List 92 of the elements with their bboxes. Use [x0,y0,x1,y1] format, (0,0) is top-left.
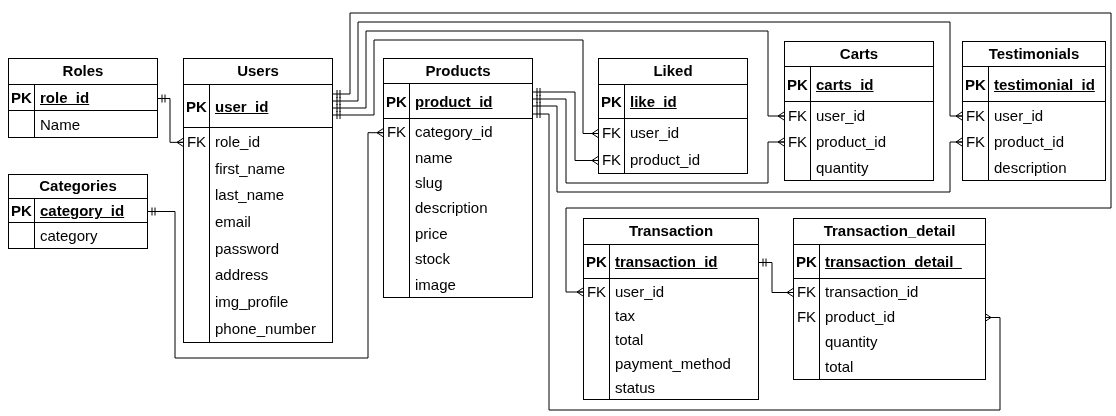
relationship-line [532,105,963,193]
field-name: transaction_id [825,284,919,299]
field-name: phone_number [215,320,316,336]
key-label: FK [787,107,808,123]
entity-table [8,174,148,249]
key-label: PK [186,98,207,114]
field-name: user_id [994,107,1044,123]
key-label: FK [386,124,407,140]
relationship-line [332,30,785,121]
key-label: FK [796,284,817,299]
relationship-line [532,91,599,165]
field-name: transaction_id [615,254,718,269]
field-name: category_id [415,124,493,140]
field-row [794,245,985,279]
key-label: FK [601,125,622,140]
field-name: carts_id [816,76,874,92]
field-row [599,85,747,119]
field-name: testimonial_id [994,76,1095,92]
entity-table [583,218,759,400]
field-name: transaction_detail_ [825,254,962,269]
entity-table [784,41,934,181]
key-label: FK [965,107,986,123]
relationship-line [332,39,599,138]
field-row [963,67,1105,102]
relationship-line [147,128,384,359]
field-row [384,84,532,119]
field-name: description [994,159,1067,175]
entity-table [793,218,986,380]
field-name: total [615,331,644,347]
key-label: PK [965,76,986,92]
field-name: status [615,379,656,395]
relationship-line [532,98,785,184]
entity-table [383,58,533,298]
field-name: email [215,213,251,229]
key-label: FK [586,283,607,299]
key-label: FK [965,133,986,149]
field-name: user_id [215,98,269,114]
field-name: total [825,359,854,374]
key-label: PK [796,254,817,269]
field-name: category_id [40,203,125,218]
field-name: slug [415,174,443,190]
field-name: user_id [816,107,866,123]
field-name: tax [615,307,635,323]
entity-table [8,58,158,138]
key-label: PK [787,76,808,92]
field-name: description [415,200,488,216]
key-label: FK [796,309,817,324]
field-name: category [40,228,98,243]
field-name: payment_method [615,355,731,371]
field-row [184,85,332,128]
key-label: PK [11,90,32,105]
field-name: product_id [825,309,896,324]
field-name: address [215,267,269,283]
field-name: image [415,276,456,292]
field-row [785,67,933,102]
field-name: product_id [816,133,887,149]
field-name: Name [40,116,80,132]
field-name: product_id [994,133,1065,149]
field-name: role_id [40,90,90,105]
field-name: like_id [630,94,677,109]
relationship-line [332,12,1112,297]
field-name: role_id [215,133,261,149]
field-name: stock [415,251,450,267]
field-row [584,245,758,279]
key-label: FK [186,133,207,149]
entity-table [598,58,748,174]
field-name: first_name [215,160,286,176]
key-label: PK [386,93,407,109]
key-label: FK [787,133,808,149]
key-label: PK [601,94,622,109]
field-name: quantity [816,159,869,175]
field-name: img_profile [215,293,289,309]
key-label: PK [11,203,32,218]
field-name: product_id [415,93,493,109]
relationship-line [758,262,794,297]
field-name: last_name [215,187,285,203]
relationship-line [332,21,963,121]
field-name: user_id [630,125,680,140]
key-label: PK [586,254,607,269]
relationship-line [157,98,184,147]
relationship-line [532,113,1001,411]
field-name: name [415,149,453,165]
entity-table [962,41,1106,181]
field-row [9,85,157,111]
field-row [9,199,147,223]
field-name: user_id [615,283,665,299]
entity-table [183,58,333,343]
field-name: product_id [630,152,701,167]
field-name: price [415,225,448,241]
field-name: quantity [825,334,878,349]
key-label: FK [601,152,622,167]
field-name: password [215,240,280,256]
